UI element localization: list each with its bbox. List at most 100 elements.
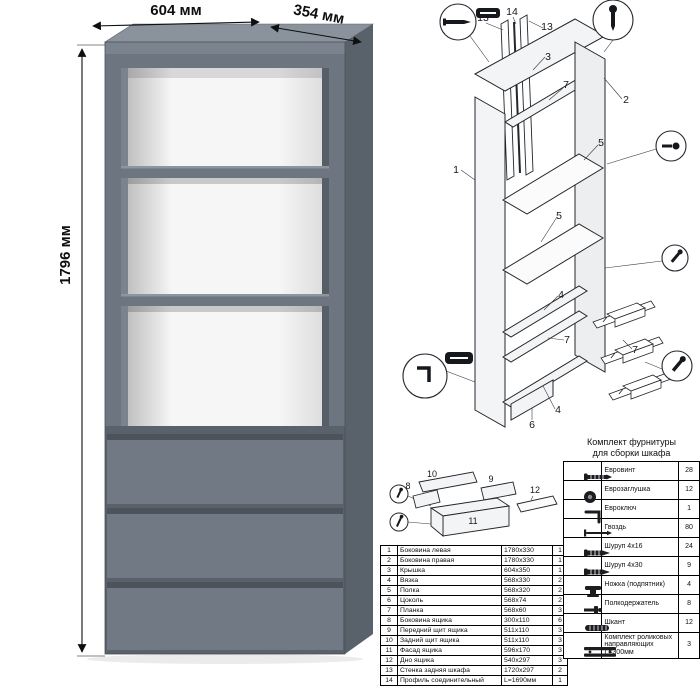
part-number-label: 12: [530, 485, 540, 495]
part-number-label: 8: [405, 481, 410, 491]
parts-cell-name: Полка: [397, 585, 502, 596]
screw-icon: [562, 536, 610, 557]
parts-cell-size: 568x60: [501, 605, 553, 616]
parts-cell-name: Боковина правая: [397, 555, 502, 566]
hardware-row: Ножка (подпятник)4: [562, 574, 700, 597]
part-number-labels: 14 13 13 3 7 2 5 1 5 4 7 7 4 6: [453, 6, 638, 431]
parts-cell-size: 568x74: [501, 595, 553, 606]
hardware-item-qty: 24: [678, 536, 700, 557]
drawer-back-panel: [418, 471, 478, 493]
hardware-item-name: Гвоздь: [601, 517, 680, 538]
parts-cell-qty: 1: [552, 675, 568, 686]
parts-cell-name: Планка: [397, 605, 502, 616]
parts-cell-name: Передний щит ящика: [397, 625, 502, 636]
hardware-item-qty: 1: [678, 498, 700, 519]
width-dimension: 604 мм: [92, 2, 260, 31]
part-shelf: [502, 153, 604, 215]
exploded-diagram: 14 13 13 3 7 2 5 1 5 4 7 7 4 6: [402, 0, 693, 431]
nail-icon: [562, 517, 612, 538]
parts-cell-name: Фасад ящика: [397, 645, 502, 656]
drawer-exploded-diagram: 10 8 9 11 12: [389, 469, 558, 537]
part-number-label: 13: [477, 12, 489, 24]
hardware-item-qty: 12: [678, 612, 700, 633]
part-plinth: [510, 379, 554, 421]
drawer-front: [107, 508, 343, 578]
parts-cell-num: 1: [380, 545, 398, 556]
part-number-label: 14: [506, 6, 518, 18]
euro-cap-icon: [562, 479, 603, 503]
eurovint-icon: [562, 460, 612, 481]
part-number-label: 5: [598, 137, 604, 149]
parts-cell-size: 1720x297: [501, 665, 553, 676]
parts-cell-num: 6: [380, 595, 398, 606]
parts-cell-num: 5: [380, 585, 398, 596]
drawer-box-side: [430, 507, 444, 537]
back-panels: [500, 14, 534, 181]
parts-cell-num: 3: [380, 565, 398, 576]
parts-cell-name: Задний щит ящика: [397, 635, 502, 646]
part-number-label: 10: [427, 469, 437, 479]
part-number-label: 7: [563, 79, 569, 91]
part-number-label: 5: [556, 210, 562, 222]
parts-cell-size: 568x320: [501, 585, 553, 596]
drawer-screw-glyphs: [395, 487, 404, 527]
dowel-icon: [562, 612, 609, 633]
cabinet-outline: [104, 41, 346, 655]
drawer-parts: [412, 471, 558, 537]
parts-cell-size: L=1690мм: [501, 675, 553, 686]
parts-cell-num: 7: [380, 605, 398, 616]
part-number-label: 7: [632, 344, 638, 356]
parts-cell-name: Профиль соединительный: [397, 675, 502, 686]
shelf: [121, 166, 329, 184]
parts-cell-num: 9: [380, 625, 398, 636]
hardware-item-name: Еврозаглушка: [601, 479, 680, 500]
hardware-item-qty: 28: [678, 460, 700, 481]
part-number-label: 13: [541, 21, 553, 33]
hardware-item-qty: 4: [678, 574, 700, 595]
detail-pills: [445, 8, 500, 364]
hardware-item-name: Шкант: [601, 612, 680, 633]
parts-cell-name: Стенка задняя шкафа: [397, 665, 502, 676]
parts-cell-size: 1780x330: [501, 555, 553, 566]
hardware-item-name: Ножка (подпятник): [601, 574, 680, 595]
inner-right-wall: [322, 68, 329, 426]
hardware-item-name: Шуруп 4x30: [601, 555, 680, 576]
part-number-label: 1: [453, 164, 459, 176]
part-number-label: 3: [545, 51, 551, 63]
parts-cell-size: 596x170: [501, 645, 553, 656]
hardware-item-qty: 3: [678, 631, 700, 659]
drawer-bottom-panel: [516, 495, 558, 513]
width-label: 604 мм: [150, 2, 201, 19]
parts-cell-size: 540x297: [501, 655, 553, 666]
parts-cell-num: 8: [380, 615, 398, 626]
cabinet-render: 604 мм 354 мм 1796 мм: [57, 1, 375, 664]
part-plank: [502, 310, 588, 363]
detail-circle-euro-key: [402, 353, 448, 399]
parts-cell-name: Вязка: [397, 575, 502, 586]
drawer-front: [107, 582, 343, 650]
parts-cell-name: Боковина левая: [397, 545, 502, 556]
parts-cell-qty: 2: [552, 665, 568, 676]
euro-key-icon: [562, 498, 603, 524]
parts-cell-size: 300x110: [501, 615, 553, 626]
parts-cell-size: 511x110: [501, 625, 553, 636]
parts-cell-size: 604x350: [501, 565, 553, 576]
part-tie: [502, 285, 588, 338]
hardware-item-name: Евровинт: [601, 460, 680, 481]
